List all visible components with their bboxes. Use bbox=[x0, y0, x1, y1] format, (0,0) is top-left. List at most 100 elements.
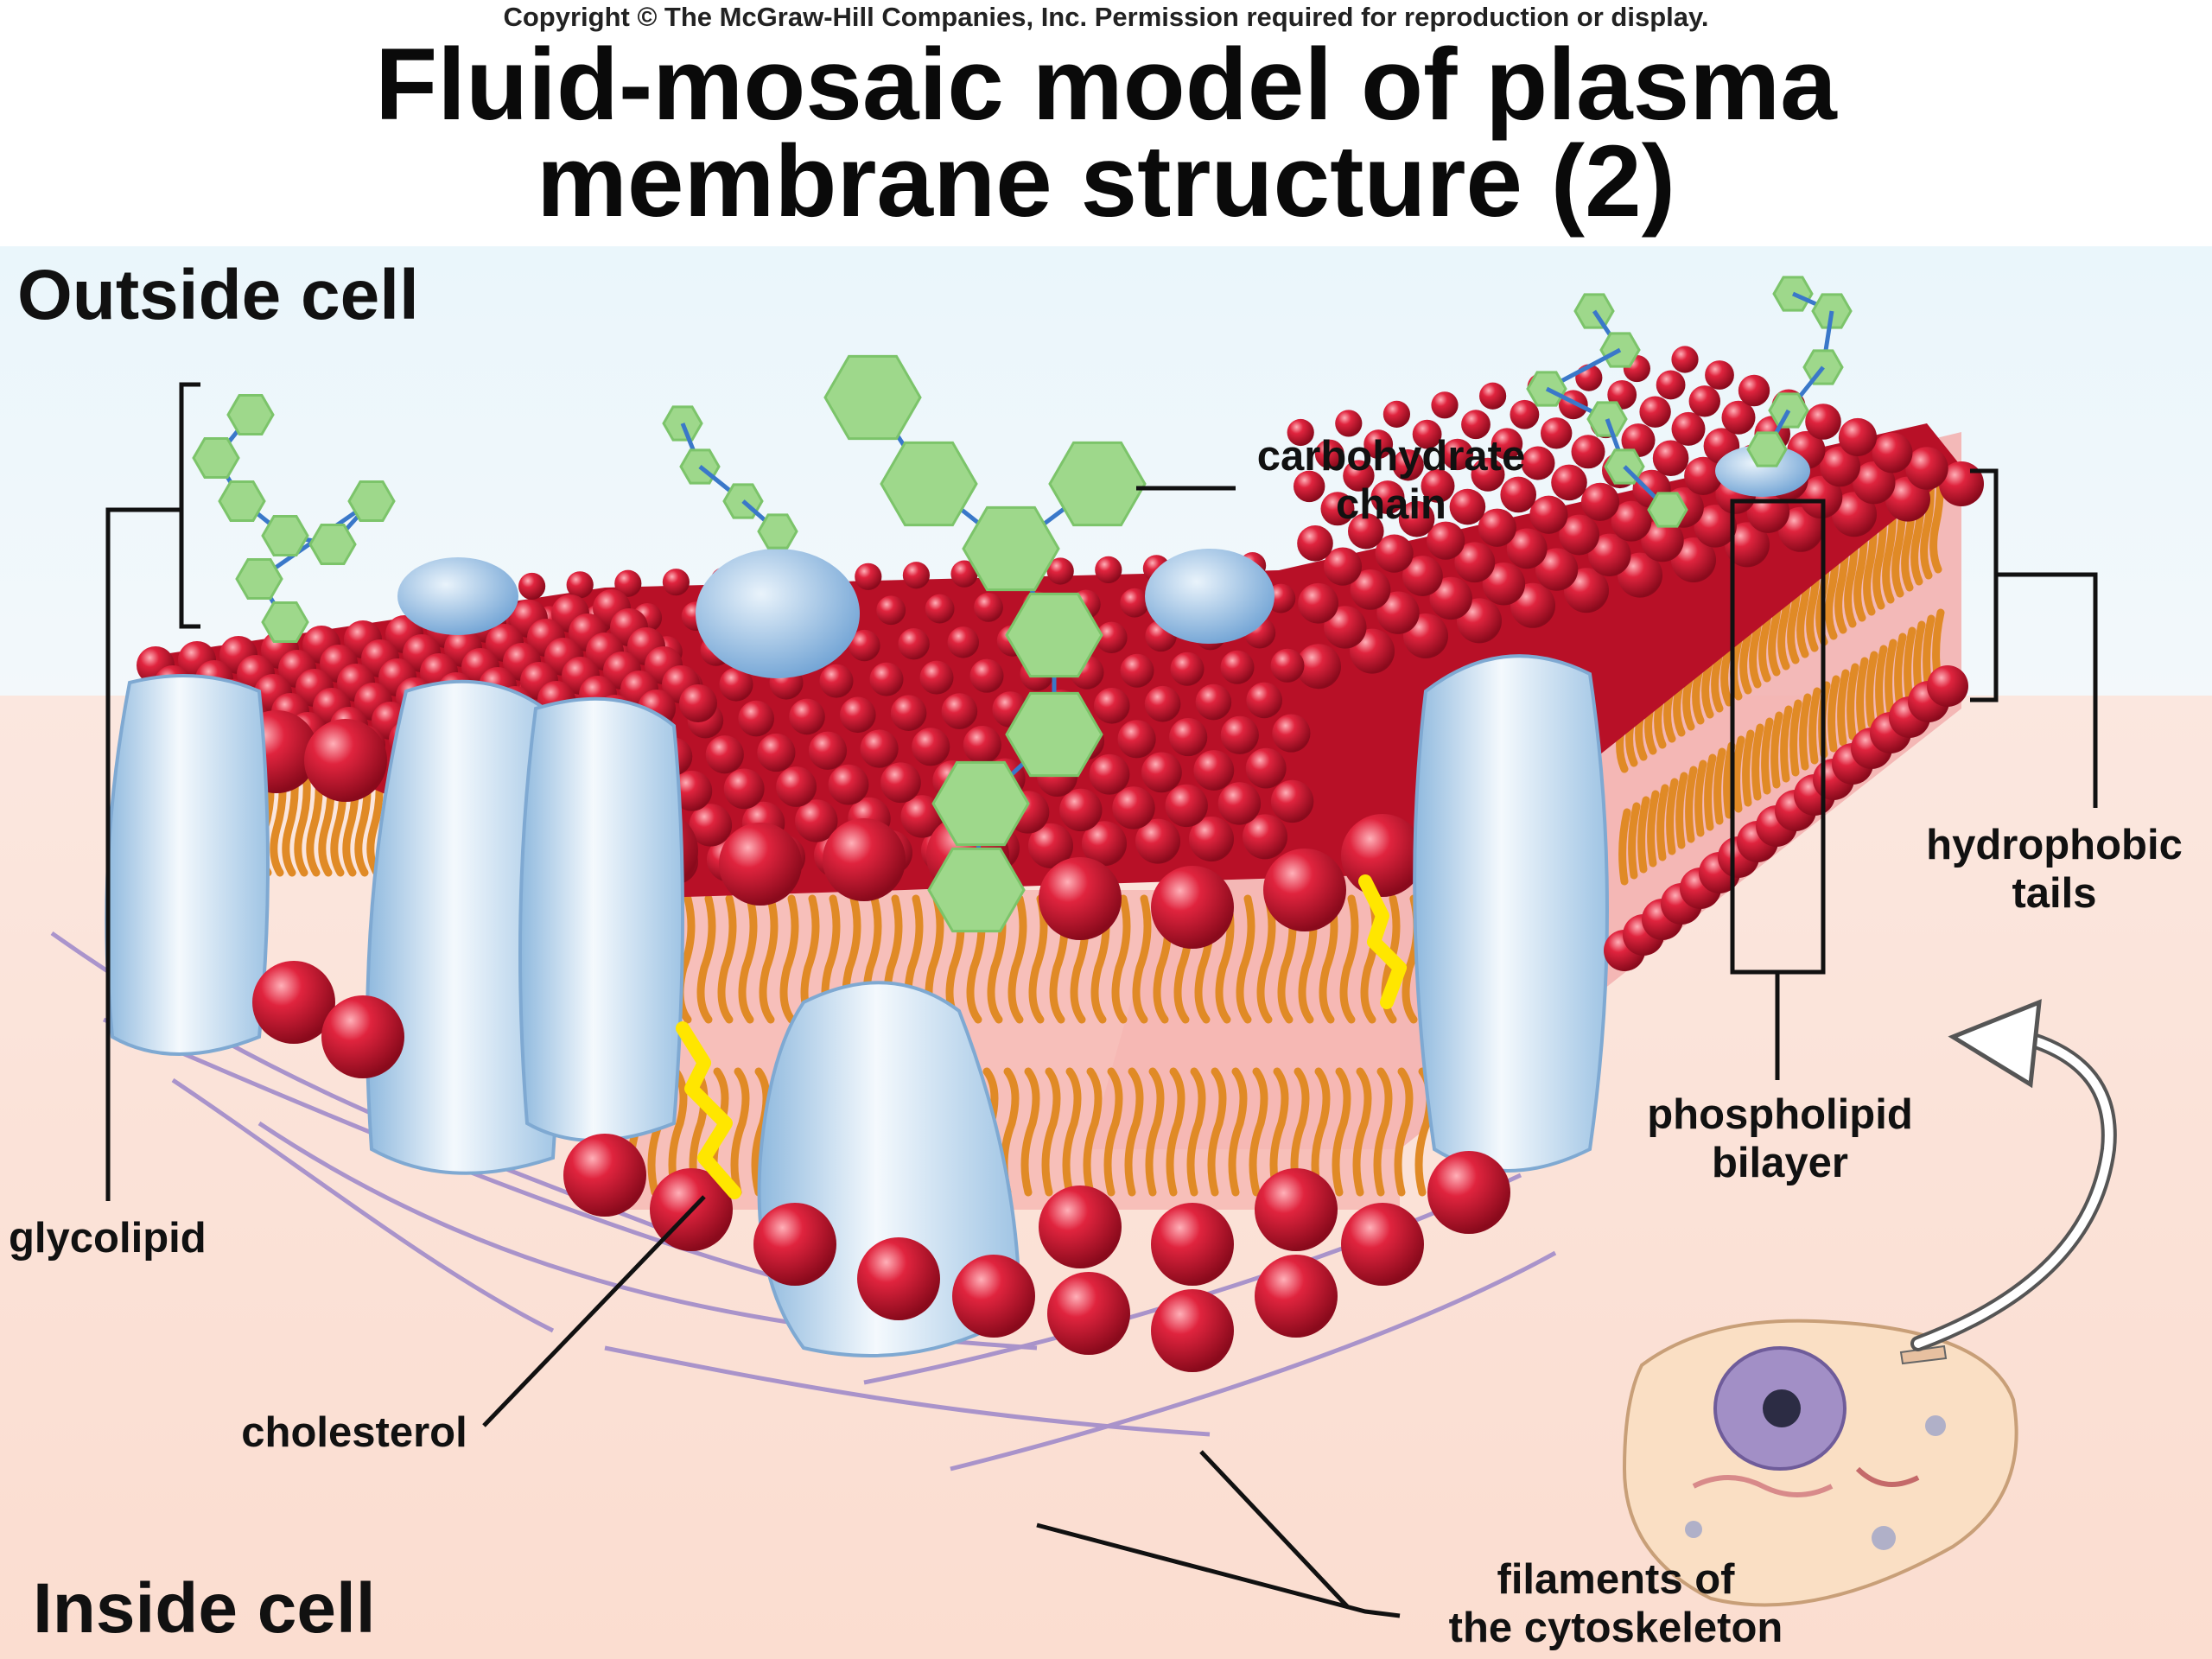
phospholipid-head bbox=[1193, 750, 1235, 791]
phospholipid-head bbox=[1314, 439, 1344, 469]
phospholipid-head bbox=[1270, 779, 1314, 823]
phospholipid-head bbox=[950, 560, 978, 588]
lipid-tail bbox=[1751, 723, 1764, 801]
phospholipid-head bbox=[860, 729, 899, 768]
lipid-tail bbox=[1332, 1067, 1351, 1197]
sugar-unit bbox=[757, 513, 798, 550]
cell-illustration bbox=[1622, 1319, 2018, 1607]
phospholipid-head bbox=[1297, 525, 1333, 562]
phospholipid-head bbox=[1117, 720, 1156, 759]
lipid-tail bbox=[1236, 894, 1255, 1024]
lipid-tail bbox=[1249, 1067, 1268, 1197]
glycolipid-leader bbox=[105, 507, 181, 1201]
proteins-group bbox=[105, 445, 1810, 1357]
phospholipid-head bbox=[1725, 522, 1770, 568]
phospholipid-head bbox=[1376, 591, 1420, 634]
phospholipid-head bbox=[1151, 866, 1234, 949]
lipid-tail bbox=[1675, 772, 1688, 849]
sugar-unit bbox=[1005, 691, 1103, 778]
phospholipid-head bbox=[1510, 399, 1540, 429]
sugar-unit bbox=[1005, 592, 1103, 678]
phospholipid-head bbox=[900, 795, 944, 838]
phospholipid-head bbox=[776, 766, 817, 807]
cholesterol-leader bbox=[482, 1195, 706, 1427]
phospholipid-head bbox=[1398, 500, 1435, 537]
phospholipid-head bbox=[1541, 417, 1573, 449]
protein-right bbox=[1413, 654, 1609, 1173]
lipid-tail bbox=[1228, 1067, 1248, 1197]
carbohydrate-chain-label: carbohydrate chain bbox=[1256, 433, 1526, 528]
phospholipid-head bbox=[1656, 370, 1686, 400]
phospholipid-head bbox=[1449, 488, 1486, 525]
phospholipid-head bbox=[1363, 429, 1394, 459]
copyright-notice: Copyright © The McGraw-Hill Companies, I… bbox=[503, 2, 1709, 32]
lipid-tail bbox=[1742, 729, 1755, 807]
lipid-tail bbox=[1352, 1067, 1372, 1197]
phospholipid-head bbox=[1671, 346, 1699, 373]
phospholipid-head bbox=[1478, 508, 1516, 547]
filament-leader-2 bbox=[1199, 1450, 1350, 1609]
protein-top-bump-3 bbox=[397, 557, 518, 635]
phospholipid-head bbox=[1521, 446, 1555, 480]
sugar-unit bbox=[1048, 441, 1147, 527]
sugar-unit bbox=[931, 760, 1030, 847]
lipid-tail bbox=[1647, 790, 1660, 868]
phospholipid-head bbox=[925, 594, 955, 624]
phospholipid-head bbox=[1287, 418, 1314, 447]
phospholipid-head bbox=[1652, 440, 1689, 477]
phospholipid-head bbox=[1341, 814, 1424, 897]
phospholipid-head bbox=[1263, 849, 1346, 931]
lipid-tail bbox=[1637, 796, 1650, 874]
phospholipid-head bbox=[1120, 653, 1154, 688]
phospholipid-head bbox=[1778, 506, 1823, 552]
phospholipid-head bbox=[1688, 385, 1721, 417]
phospholipid-head bbox=[808, 731, 848, 770]
leader-lines bbox=[105, 382, 2098, 1618]
filaments-label: filaments of the cytoskeleton bbox=[1448, 1556, 1783, 1651]
title-line-1: Fluid-mosaic model of plasma bbox=[375, 28, 1837, 142]
lipid-tail bbox=[1111, 894, 1131, 1024]
phospholipid-head bbox=[689, 804, 733, 847]
phospholipid-head bbox=[723, 768, 765, 810]
lipid-tail bbox=[1837, 669, 1850, 747]
phospholipid-head bbox=[662, 569, 690, 596]
page-title: Fluid-mosaic model of plasma membrane st… bbox=[156, 28, 2056, 232]
lipid-tail bbox=[1666, 778, 1679, 855]
lipid-tail bbox=[1618, 808, 1631, 886]
phospholipid-head bbox=[1838, 417, 1878, 457]
zoom-arrow-head bbox=[1948, 999, 2042, 1089]
phospholipid-head bbox=[566, 571, 594, 599]
phospholipid-head bbox=[890, 695, 927, 732]
phospholipid-head bbox=[1046, 557, 1074, 585]
protein-top-bump-4 bbox=[1715, 445, 1810, 497]
phospholipid-head bbox=[1039, 857, 1122, 940]
lipid-tail bbox=[1394, 1067, 1414, 1197]
protein-left-2 bbox=[365, 679, 562, 1175]
phospholipid-head bbox=[1429, 576, 1472, 620]
lipid-tail bbox=[759, 894, 779, 1024]
phospholipid-head bbox=[705, 735, 744, 774]
lipid-tail bbox=[1827, 675, 1840, 753]
lipid-tail bbox=[1847, 663, 1859, 741]
phospholipid-head bbox=[1588, 533, 1631, 577]
phospholipid-head bbox=[1684, 456, 1723, 495]
lipid-tail bbox=[730, 1067, 750, 1197]
phospholipid-head bbox=[304, 719, 387, 802]
lipid-tail bbox=[1904, 626, 1916, 704]
lipid-tail bbox=[1207, 1067, 1227, 1197]
phospholipid-head bbox=[1255, 1255, 1338, 1338]
phospholipid-head bbox=[518, 572, 546, 601]
phospholipid-head bbox=[719, 823, 802, 906]
phospholipid-head bbox=[1621, 423, 1656, 458]
phospholipid-head bbox=[563, 1134, 646, 1217]
lipid-tail bbox=[1062, 1067, 1082, 1197]
phospholipid-head bbox=[1169, 717, 1208, 757]
lipid-tail bbox=[1894, 632, 1907, 710]
sugar-unit bbox=[192, 437, 240, 479]
lipid-tail bbox=[1761, 717, 1774, 795]
phospholipid-head bbox=[1832, 492, 1877, 537]
phospholipid-head bbox=[1671, 411, 1706, 446]
carbohydrate-chains-group bbox=[192, 276, 1853, 933]
cholesterol-molecules bbox=[676, 874, 1407, 1199]
lipid-tail bbox=[738, 894, 758, 1024]
